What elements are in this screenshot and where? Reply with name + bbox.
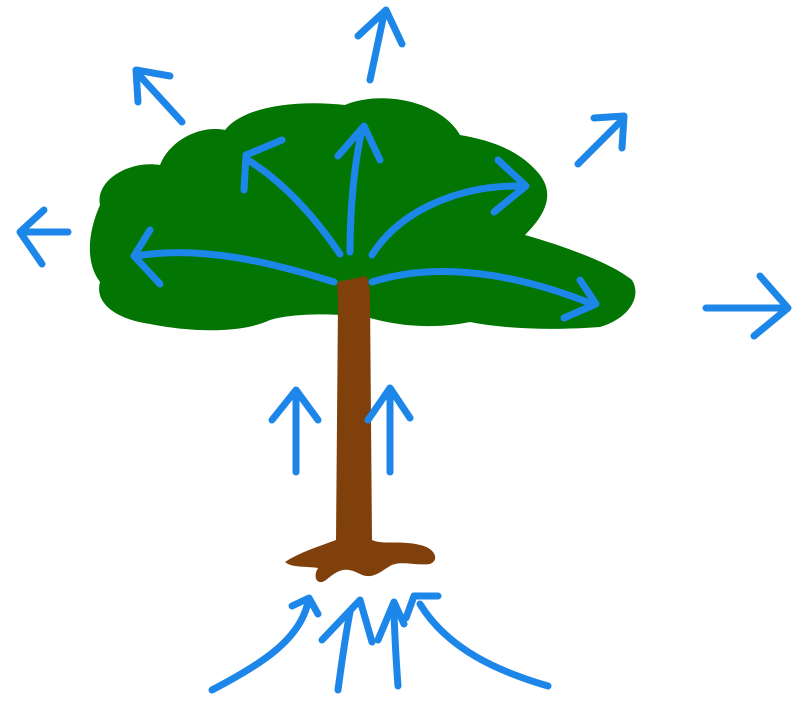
root-arrow-4 bbox=[394, 614, 398, 686]
